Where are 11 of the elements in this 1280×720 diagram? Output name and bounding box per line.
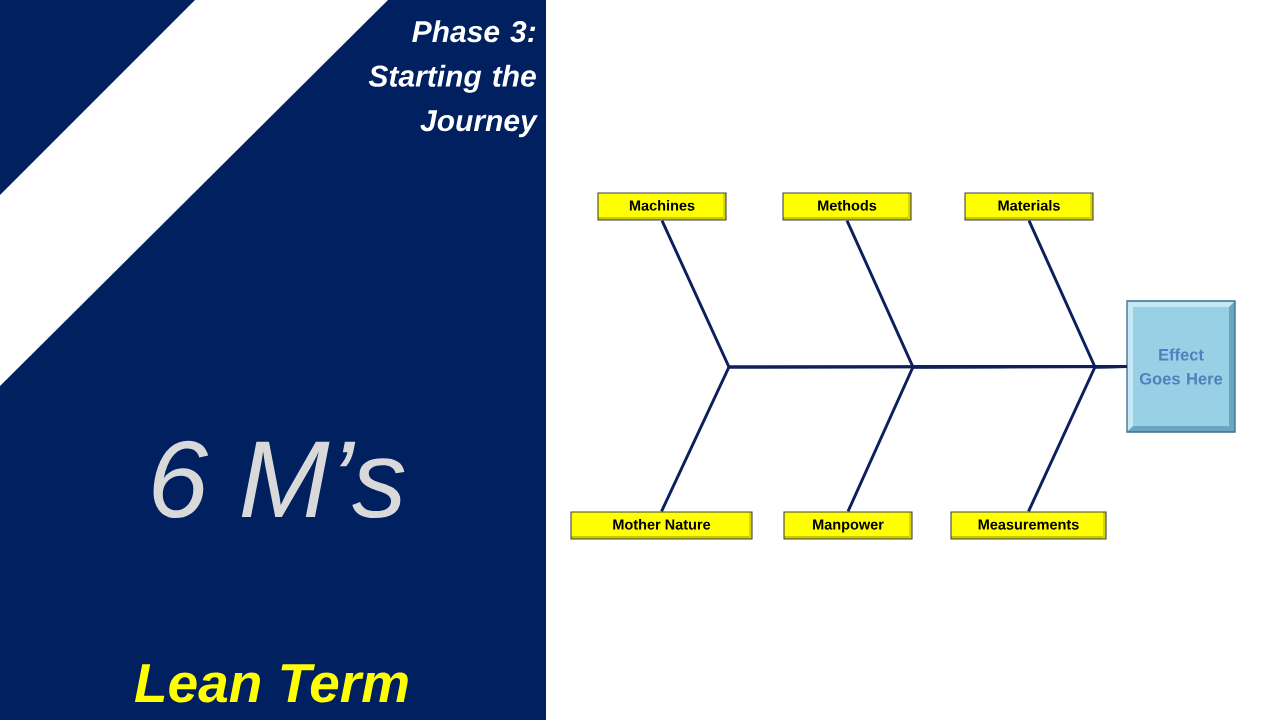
cause-box: Materials	[964, 192, 1094, 221]
cause-box: Mother Nature	[570, 511, 753, 540]
cause-box: Manpower	[783, 511, 913, 540]
cause-box: Methods	[782, 192, 912, 221]
phase-heading: Phase 3: Starting the Journey	[368, 20, 538, 138]
effect-box: Effect Goes Here	[1126, 300, 1236, 433]
term-label: Lean Term	[134, 664, 408, 703]
cause-box: Measurements	[950, 511, 1107, 540]
heading: 6 M’s	[153, 440, 405, 519]
bone-line	[1027, 365, 1127, 513]
cause-box: Machines	[597, 192, 727, 221]
